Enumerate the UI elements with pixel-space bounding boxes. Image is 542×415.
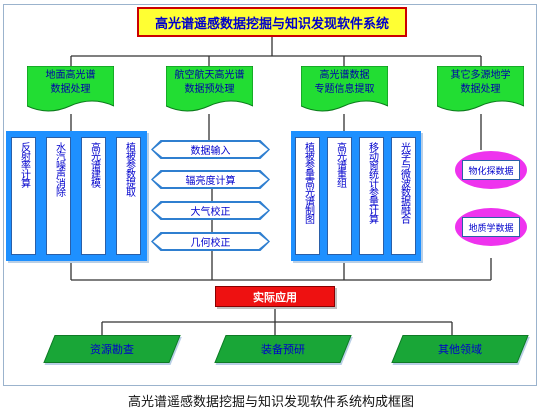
geo-data-ellipse: 物化探数据 [455,151,527,189]
module-box: 植被参数提取 [116,137,141,255]
step-label: 数据输入 [190,146,231,157]
ground-module-group: 反射率计算 水汽噪声消除 高光谱建模 植被参数提取 [6,131,147,261]
output-resource-exploration: 资源勘查 [43,335,181,363]
banner-shape [166,66,253,112]
banner-shape [27,66,114,112]
thematic-module-group: 植被参量高光谱制图 高光谱重组 移动窗统计参量计算 光学与微波数据融合 [291,131,421,261]
step-label: 大气校正 [190,207,231,218]
preprocess-step: 几何校正 [151,232,270,251]
category-label: 地面高光谱 数据处理 [45,70,96,95]
application-box: 实际应用 [215,286,335,307]
ellipse-label: 物化探数据 [462,160,520,180]
module-label: 水汽噪声消除 [53,142,65,196]
category-label: 其它多源地学 数据处理 [450,70,511,95]
category-multisource-geo: 其它多源地学 数据处理 [437,66,524,116]
category-label: 航空航天高光谱 数据预处理 [174,70,245,95]
step-label: 几何校正 [190,238,231,249]
module-label: 移动窗统计参量计算 [366,142,378,223]
preprocess-step: 大气校正 [151,201,270,220]
banner-shape [301,66,388,112]
module-label: 反射率计算 [18,142,30,187]
module-box: 植被参量高光谱制图 [295,137,320,255]
system-title: 高光谱遥感数据挖掘与知识发现软件系统 [137,7,407,37]
module-box: 高光谱建模 [81,137,106,255]
output-other-fields: 其他领域 [391,335,529,363]
geo-data-ellipse: 地质学数据 [455,208,527,246]
ellipse-label: 地质学数据 [462,217,520,237]
module-box: 水汽噪声消除 [46,137,71,255]
figure-caption: 高光谱遥感数据挖掘与知识发现软件系统构成框图 [127,395,414,410]
module-label: 高光谱建模 [88,142,100,187]
preprocess-step: 数据输入 [151,140,270,159]
banner-shape [437,66,524,112]
output-equipment-research: 装备预研 [214,335,352,363]
module-box: 反射率计算 [11,137,36,255]
module-box: 高光谱重组 [327,137,352,255]
module-box: 移动窗统计参量计算 [359,137,384,255]
module-box: 光学与微波数据融合 [391,137,416,255]
category-ground-processing: 地面高光谱 数据处理 [27,66,114,116]
output-label: 资源勘查 [90,343,134,356]
preprocess-step: 辐亮度计算 [151,170,270,189]
module-label: 光学与微波数据融合 [398,142,410,223]
category-label: 高光谱数据 专题信息提取 [314,70,375,95]
output-label: 其他领域 [438,343,482,356]
module-label: 植被参数提取 [123,142,135,196]
module-label: 植被参量高光谱制图 [302,142,314,223]
output-label: 装备预研 [261,343,305,356]
category-airborne-preprocess: 航空航天高光谱 数据预处理 [166,66,253,116]
category-thematic-extraction: 高光谱数据 专题信息提取 [301,66,388,116]
step-label: 辐亮度计算 [185,176,236,187]
module-label: 高光谱重组 [334,142,346,187]
